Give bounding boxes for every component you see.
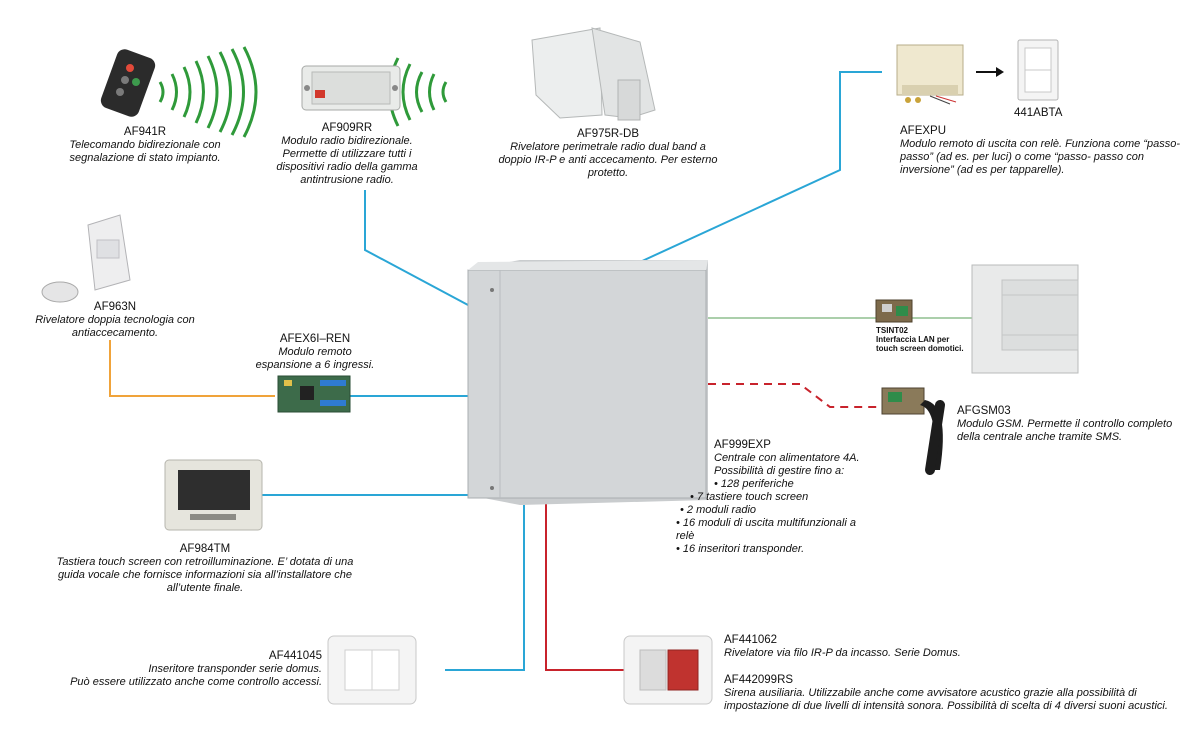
afgsm03-desc: Modulo GSM. Permette il controllo comple… <box>957 418 1173 443</box>
af975rdb-desc: Rivelatore perimetrale radio dual band a… <box>498 141 718 179</box>
wire-af441045 <box>445 505 525 671</box>
wire-af909rr <box>364 190 469 306</box>
af909rr-desc: Modulo radio bidirezionale. Permette di … <box>276 135 418 186</box>
af999exp-code: AF999EXP <box>714 439 771 451</box>
perimeter-detector-image <box>531 27 656 121</box>
feature-item: • 16 moduli di uscita multifunzionali a … <box>676 517 856 542</box>
af442099rs-code: AF442099RS <box>724 674 794 686</box>
label-af909rr: AF909RR Modulo radio bidirezionale. Perm… <box>272 122 422 187</box>
label-af941r: AF941R Telecomando bidirezionale con seg… <box>60 126 230 165</box>
afex6iren-code: AFEX6I–REN <box>279 333 351 345</box>
transponder-image <box>327 635 417 705</box>
af963n-code: AF963N <box>93 301 137 313</box>
label-af442099rs: AF442099RS Sirena ausiliaria. Utilizzabi… <box>724 674 1184 713</box>
abta-code: 441ABTA <box>1014 107 1063 119</box>
remote-image <box>100 49 156 117</box>
switch-image <box>1017 39 1059 101</box>
wire-af441062 <box>545 500 624 671</box>
label-441abta: 441ABTA <box>1014 107 1094 120</box>
radio-module-image <box>301 65 401 111</box>
radio-waves-left <box>158 46 258 138</box>
af442099rs-desc2: impostazione di due livelli di intensità… <box>724 700 1168 712</box>
wire-afexpu <box>639 71 882 263</box>
afgsm03-code: AFGSM03 <box>957 405 1011 417</box>
af963n-desc: Rivelatore doppia tecnologia con antiacc… <box>35 314 195 339</box>
feature-item: • 7 tastiere touch screen <box>690 491 809 503</box>
label-af963n: AF963N Rivelatore doppia tecnologia con … <box>30 301 200 340</box>
wire-afgsm03 <box>708 383 882 408</box>
label-tsint02: TSINT02 Interfaccia LAN per touch screen… <box>876 326 964 353</box>
af984tm-desc: Tastiera touch screen con retroilluminaz… <box>56 556 354 594</box>
lan-interface-image <box>875 299 913 323</box>
touch-screen-module-image <box>971 264 1079 374</box>
afexpu-code: AFEXPU <box>900 125 947 137</box>
feature-item: • 128 periferiche <box>714 478 794 490</box>
output-module-image <box>896 44 964 105</box>
label-af441062: AF441062 Rivelatore via filo IR-P da inc… <box>724 634 1024 660</box>
af999exp-features: • 128 periferiche • 7 tastiere touch scr… <box>676 478 866 556</box>
af941r-code: AF941R <box>123 126 167 138</box>
af909rr-code: AF909RR <box>321 122 373 134</box>
afexpu-desc: Modulo remoto di uscita con relè. Funzio… <box>900 138 1181 176</box>
af441062-code: AF441062 <box>724 634 778 646</box>
radio-waves-right <box>388 57 448 127</box>
label-afex6iren: AFEX6I–REN Modulo remoto espansione a 6 … <box>250 333 380 372</box>
tsint02-desc: Interfaccia LAN per touch screen domotic… <box>876 335 964 353</box>
tsint02-code: TSINT02 <box>876 326 909 335</box>
label-af975rdb: AF975R-DB Rivelatore perimetrale radio d… <box>498 128 718 180</box>
label-af999exp: AF999EXP Centrale con alimentatore 4A. P… <box>676 439 866 556</box>
ir-siren-image <box>623 635 713 705</box>
label-af984tm: AF984TM Tastiera touch screen con retroi… <box>55 543 355 595</box>
dual-tech-detector-image <box>41 214 131 303</box>
feature-item: • 2 moduli radio <box>680 504 757 516</box>
af441062-desc: Rivelatore via filo IR-P da incasso. Ser… <box>724 647 961 659</box>
af999exp-sub: Possibilità di gestire fino a: <box>714 465 845 477</box>
label-af441045: AF441045 Inseritore transponder serie do… <box>60 650 322 689</box>
label-afexpu: AFEXPU Modulo remoto di uscita con relè.… <box>900 125 1185 177</box>
afex6iren-desc: Modulo remoto espansione a 6 ingressi. <box>255 346 375 371</box>
keypad-image <box>164 459 263 531</box>
af441045-desc2: Può essere utilizzato anche come control… <box>70 676 322 688</box>
label-afgsm03: AFGSM03 Modulo GSM. Permette il controll… <box>957 405 1179 444</box>
central-unit-image <box>467 260 708 505</box>
wire-af963n <box>109 340 275 397</box>
af442099rs-desc1: Sirena ausiliaria. Utilizzabile anche co… <box>724 687 1137 699</box>
feature-item: • 16 inseritori transponder. <box>676 543 805 555</box>
gsm-module-image <box>881 387 945 475</box>
af975rdb-code: AF975R-DB <box>577 128 639 140</box>
af984tm-code: AF984TM <box>179 543 231 555</box>
af999exp-intro: Centrale con alimentatore 4A. <box>714 452 860 464</box>
expansion-board-image <box>277 375 351 413</box>
af441045-code: AF441045 <box>268 650 322 662</box>
af441045-desc1: Inseritore transponder serie domus. <box>148 663 322 675</box>
af941r-desc: Telecomando bidirezionale con segnalazio… <box>69 139 221 164</box>
